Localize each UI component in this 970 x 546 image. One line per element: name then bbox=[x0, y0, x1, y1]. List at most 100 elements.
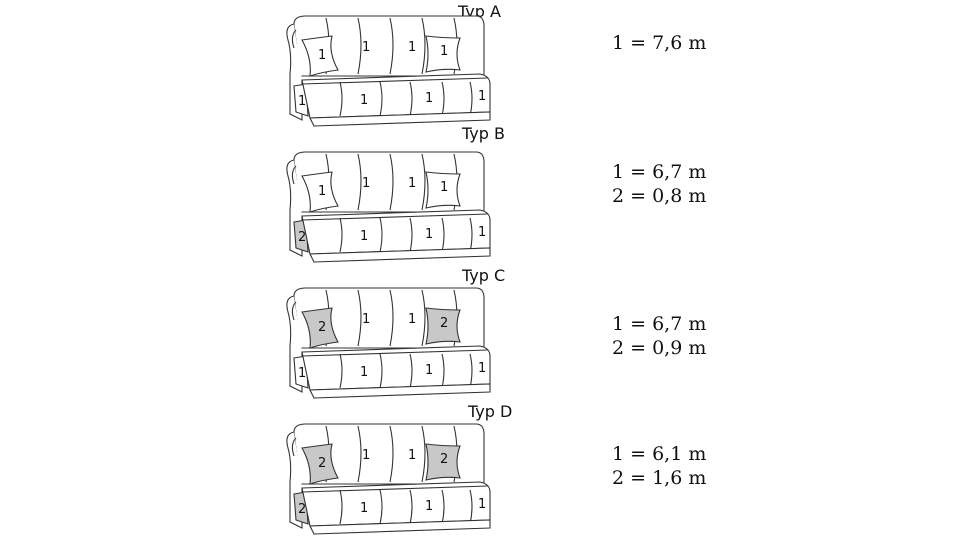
back-cushion-seam bbox=[421, 289, 426, 347]
seat-cushion-seam bbox=[379, 489, 383, 525]
sofa-diagram: 1 1 1 1 2 1 1 1 bbox=[286, 151, 491, 263]
seat-cushion-seam bbox=[441, 217, 445, 253]
sofa-seat-edge bbox=[301, 349, 489, 357]
pillow-left bbox=[301, 307, 339, 349]
sofa-seat-edge bbox=[301, 77, 489, 85]
back-label-1: 1 bbox=[362, 176, 370, 191]
pillow-right bbox=[425, 171, 461, 209]
arm-label: 2 bbox=[298, 502, 306, 517]
seat-cushion-seam bbox=[379, 81, 383, 117]
variant-typ-c: Typ C 2 1 1 2 1 1 1 1 1 = 6,7 m 2 = 0,9 m bbox=[0, 266, 970, 408]
pillow-right bbox=[425, 307, 461, 345]
seat-label-3: 1 bbox=[478, 497, 486, 512]
seat-cushion-seam bbox=[441, 353, 445, 389]
seat-cushion-seam bbox=[339, 353, 343, 389]
pillow-right-label: 2 bbox=[440, 452, 448, 467]
pillow-right-label: 1 bbox=[440, 44, 448, 59]
pillow-right bbox=[425, 35, 461, 73]
spec-line-2: 2 = 0,8 m bbox=[612, 185, 707, 207]
seat-cushion-seam bbox=[409, 489, 413, 525]
sofa-base bbox=[309, 383, 491, 399]
back-label-1: 1 bbox=[362, 40, 370, 55]
back-cushion-seam bbox=[357, 17, 362, 75]
fabric-spec: 1 = 7,6 m bbox=[612, 31, 706, 55]
back-label-1: 1 bbox=[362, 312, 370, 327]
variant-label: Typ C bbox=[462, 266, 506, 285]
pillow-left-label: 1 bbox=[318, 184, 326, 199]
sofa-arm-curl bbox=[291, 301, 297, 321]
sofa-diagram: 2 1 1 2 2 1 1 1 bbox=[286, 423, 491, 535]
seat-cushion-seam bbox=[339, 81, 343, 117]
back-cushion-seam bbox=[357, 153, 362, 211]
seat-label-2: 1 bbox=[425, 499, 433, 514]
sofa-diagram: 2 1 1 2 1 1 1 1 bbox=[286, 287, 491, 399]
back-cushion-seam bbox=[389, 17, 394, 75]
pillow-left bbox=[301, 35, 339, 77]
spec-line-1: 1 = 7,6 m bbox=[612, 32, 707, 54]
seat-cushion-seam bbox=[409, 353, 413, 389]
sofa-base bbox=[309, 519, 491, 535]
variant-typ-b: Typ B 1 1 1 1 2 1 1 1 1 = 6,7 m 2 = 0,8 m bbox=[0, 124, 970, 272]
spec-line-1: 1 = 6,7 m bbox=[612, 313, 707, 335]
back-label-2: 1 bbox=[408, 448, 416, 463]
seat-cushion-seam bbox=[441, 489, 445, 525]
seat-label-1: 1 bbox=[360, 93, 368, 108]
seat-label-1: 1 bbox=[360, 501, 368, 516]
seat-label-3: 1 bbox=[478, 89, 486, 104]
pillow-left bbox=[301, 171, 339, 213]
fabric-spec: 1 = 6,7 m 2 = 0,9 m bbox=[612, 312, 706, 360]
spec-line-1: 1 = 6,7 m bbox=[612, 161, 707, 183]
sofa-arm-curl bbox=[291, 165, 297, 185]
sofa-arm-curl bbox=[291, 437, 297, 457]
back-cushion-seam bbox=[389, 289, 394, 347]
seat-label-2: 1 bbox=[425, 91, 433, 106]
fabric-spec: 1 = 6,1 m 2 = 1,6 m bbox=[612, 442, 706, 490]
back-cushion-seam bbox=[421, 153, 426, 211]
pillow-left-label: 1 bbox=[318, 48, 326, 63]
spec-line-2: 2 = 1,6 m bbox=[612, 467, 707, 489]
back-cushion-seam bbox=[389, 425, 394, 483]
arm-label: 2 bbox=[298, 230, 306, 245]
pillow-left-label: 2 bbox=[318, 456, 326, 471]
back-cushion-seam bbox=[389, 153, 394, 211]
back-label-1: 1 bbox=[362, 448, 370, 463]
seat-label-1: 1 bbox=[360, 229, 368, 244]
back-cushion-seam bbox=[357, 289, 362, 347]
arm-label: 1 bbox=[298, 366, 306, 381]
variant-typ-d: Typ D 2 1 1 2 2 1 1 1 1 = 6,1 m 2 = 1,6 m bbox=[0, 402, 970, 544]
seat-label-3: 1 bbox=[478, 361, 486, 376]
seat-cushion-seam bbox=[339, 489, 343, 525]
back-cushion-seam bbox=[357, 425, 362, 483]
variant-label: Typ B bbox=[462, 124, 505, 143]
arm-label: 1 bbox=[298, 94, 306, 109]
sofa-seat-edge bbox=[301, 485, 489, 493]
seat-label-2: 1 bbox=[425, 227, 433, 242]
sofa-base bbox=[309, 247, 491, 263]
back-label-2: 1 bbox=[408, 312, 416, 327]
pillow-right-label: 1 bbox=[440, 180, 448, 195]
spec-line-2: 2 = 0,9 m bbox=[612, 337, 707, 359]
back-cushion-seam bbox=[421, 425, 426, 483]
variant-label: Typ D bbox=[468, 402, 513, 421]
fabric-spec: 1 = 6,7 m 2 = 0,8 m bbox=[612, 160, 706, 208]
seat-cushion-seam bbox=[409, 217, 413, 253]
spec-line-1: 1 = 6,1 m bbox=[612, 443, 707, 465]
seat-cushion-seam bbox=[379, 217, 383, 253]
sofa-seat-edge bbox=[301, 213, 489, 221]
sofa-arm-curl bbox=[291, 29, 297, 49]
pillow-right-label: 2 bbox=[440, 316, 448, 331]
seat-label-3: 1 bbox=[478, 225, 486, 240]
seat-cushion-seam bbox=[409, 81, 413, 117]
seat-cushion-seam bbox=[379, 353, 383, 389]
pillow-left bbox=[301, 443, 339, 485]
pillow-left-label: 2 bbox=[318, 320, 326, 335]
seat-label-1: 1 bbox=[360, 365, 368, 380]
seat-cushion-seam bbox=[339, 217, 343, 253]
back-cushion-seam bbox=[421, 17, 426, 75]
seat-cushion-seam bbox=[441, 81, 445, 117]
sofa-base bbox=[309, 111, 491, 127]
seat-label-2: 1 bbox=[425, 363, 433, 378]
back-label-2: 1 bbox=[408, 176, 416, 191]
